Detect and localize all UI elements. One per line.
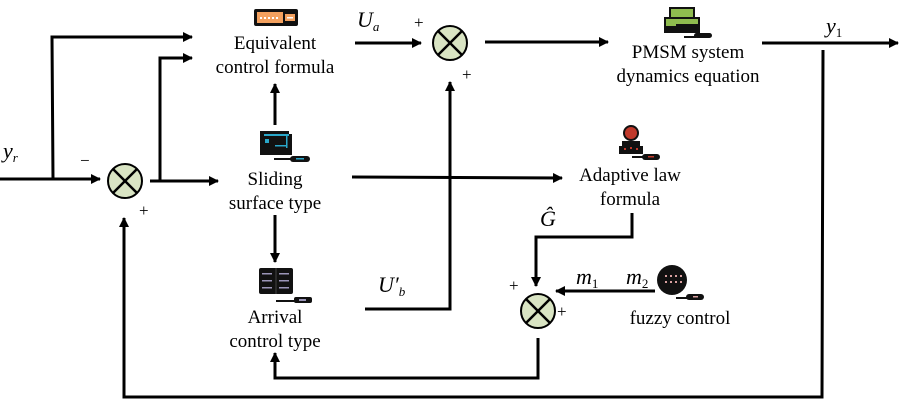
junction1-plus-sign: + — [139, 201, 149, 220]
printer-icon — [664, 7, 712, 38]
arrival-line2: control type — [229, 331, 321, 352]
pmsm-line2: dynamics equation — [616, 66, 760, 87]
signal-ub-prime: U′b — [378, 272, 406, 300]
junction3-left-plus-sign: + — [509, 276, 519, 295]
arrival-control-block: Arrival control type — [215, 306, 335, 354]
sliding-line1: Sliding — [247, 169, 303, 190]
adaptive-law-block: Adaptive law formula — [565, 164, 695, 212]
arrival-line1: Arrival — [247, 307, 303, 328]
summing-junction-2 — [432, 25, 468, 61]
sliding-surface-block: Sliding surface type — [210, 168, 340, 216]
junction2-top-plus-sign: + — [414, 13, 424, 32]
signal-m2: m2 — [626, 264, 649, 292]
wire-ghat — [531, 213, 634, 287]
adaptive-line1: Adaptive law — [579, 165, 681, 186]
wire-yr-to-equivalent — [50, 32, 193, 180]
signal-m1: m1 — [576, 264, 599, 292]
wire-sliding-to-adaptive — [351, 172, 563, 183]
adaptive-line2: formula — [599, 189, 661, 210]
server-icon — [259, 268, 312, 303]
user-station-icon — [619, 125, 660, 160]
summing-junction-1 — [107, 163, 143, 199]
sphere-icon — [657, 265, 704, 300]
wire-feedback — [119, 49, 825, 399]
fuzzy-line1: fuzzy control — [629, 308, 731, 329]
pmsm-line1: PMSM system — [631, 42, 745, 63]
monitor-icon — [260, 131, 310, 162]
keyboard-icon — [254, 9, 298, 26]
wire-sum-to-arrival — [270, 338, 540, 380]
wire-error-to-equivalent — [158, 53, 193, 181]
sliding-line2: surface type — [228, 193, 322, 214]
junction2-bottom-plus-sign: + — [462, 65, 472, 84]
equivalent-line1: Equivalent — [233, 33, 317, 54]
wire-ub — [365, 81, 455, 311]
junction1-minus-sign: − — [80, 151, 90, 170]
fuzzy-control-block: fuzzy control — [615, 307, 745, 331]
signal-g-hat: Ĝ — [540, 206, 556, 231]
summing-junction-3 — [520, 293, 556, 329]
junction3-right-plus-sign: + — [557, 302, 567, 321]
signal-y1: y1 — [826, 13, 843, 41]
signal-ua: Ua — [357, 7, 380, 35]
equivalent-line2: control formula — [215, 57, 335, 78]
equivalent-control-block: Equivalent control formula — [200, 32, 350, 80]
pmsm-dynamics-block: PMSM system dynamics equation — [598, 41, 778, 89]
signal-yr: yr — [3, 138, 18, 166]
